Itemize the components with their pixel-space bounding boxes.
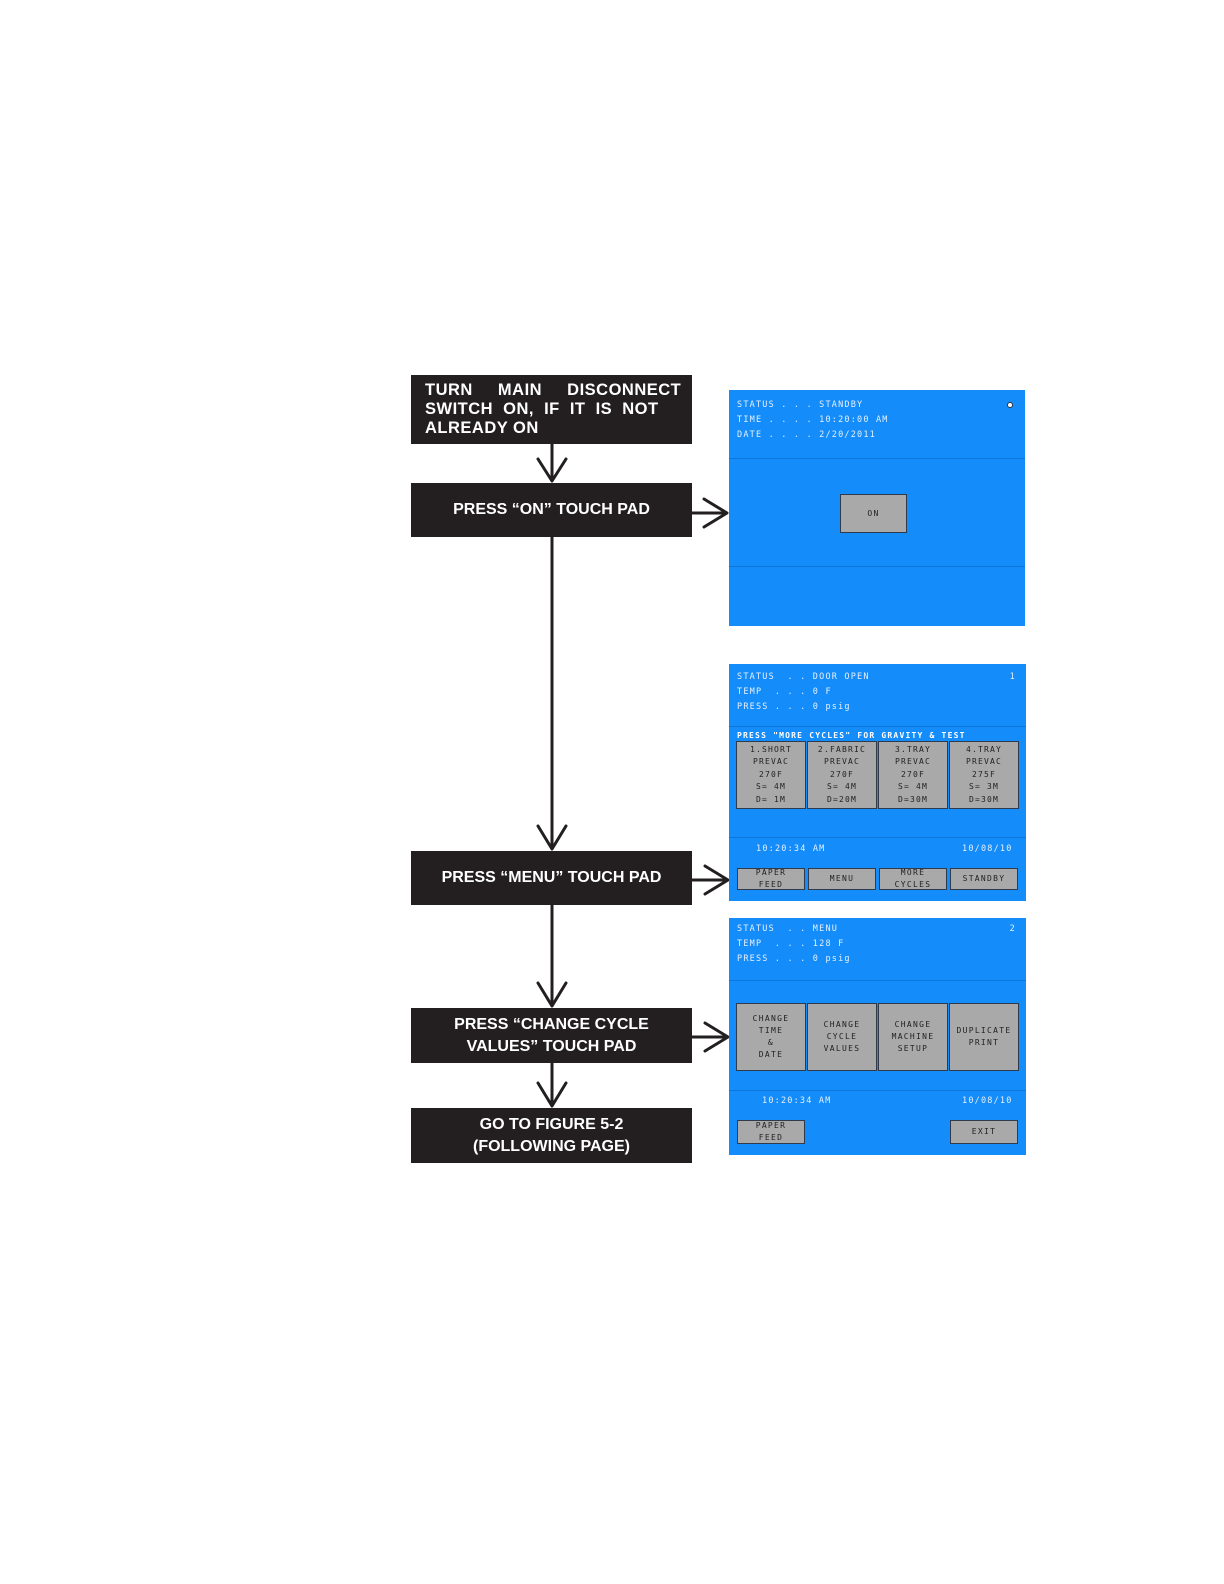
- screen-cycle-hint: PRESS "MORE CYCLES" FOR GRAVITY & TEST: [737, 731, 966, 740]
- step-turn-line-3: ALREADY ON: [425, 419, 539, 437]
- cycle-3-tray-prevac-button[interactable]: 3.TRAY PREVAC 270F S= 4M D=30M: [878, 741, 948, 809]
- screen-menu: STATUS . . MENU TEMP . . . 128 F PRESS .…: [729, 918, 1026, 1155]
- step-go-to-figure: GO TO FIGURE 5-2 (FOLLOWING PAGE): [411, 1108, 692, 1163]
- status-indicator-dot: [1007, 402, 1013, 408]
- menu-touch-pad[interactable]: MENU: [808, 868, 876, 890]
- step-press-on-label: PRESS “ON” TOUCH PAD: [453, 501, 650, 518]
- screen-cycle-page-number: 1: [1009, 672, 1016, 682]
- screen-standby-divider-top: [729, 458, 1025, 459]
- cycle-1-short-prevac-button[interactable]: 1.SHORT PREVAC 270F S= 4M D= 1M: [736, 741, 806, 809]
- screen-menu-press: PRESS . . . 0 psig: [737, 954, 851, 964]
- paper-feed-button[interactable]: PAPER FEED: [737, 868, 805, 890]
- arrowhead-screen-2: [703, 864, 730, 896]
- arrowhead-screen-1: [702, 497, 729, 529]
- step-press-menu: PRESS “MENU” TOUCH PAD: [411, 851, 692, 905]
- step-press-change-cycle-label: PRESS “CHANGE CYCLE VALUES” TOUCH PAD: [454, 1015, 649, 1055]
- duplicate-print-button[interactable]: DUPLICATE PRINT: [949, 1003, 1019, 1071]
- arrowhead-1-2: [536, 457, 568, 483]
- screen-menu-page-number: 2: [1009, 924, 1016, 934]
- screen-menu-temp: TEMP . . . 128 F: [737, 939, 845, 949]
- more-cycles-button[interactable]: MORE CYCLES: [879, 868, 947, 890]
- screen-cycle-date: 10/08/10: [962, 844, 1013, 854]
- screen-cycle-press: PRESS . . . 0 psig: [737, 702, 851, 712]
- arrowhead-2-3: [536, 824, 568, 851]
- screen-menu-time: 10:20:34 AM: [762, 1096, 832, 1106]
- screen-menu-divider-bottom: [729, 1090, 1026, 1091]
- exit-button[interactable]: EXIT: [950, 1120, 1018, 1144]
- arrowhead-3-4: [536, 981, 568, 1008]
- step-turn-main-disconnect: TURN MAIN DISCONNECT SWITCH ON, IF IT IS…: [411, 375, 692, 444]
- screen-standby: STATUS . . . STANDBY TIME . . . . 10:20:…: [729, 390, 1025, 626]
- screen-standby-date: DATE . . . . 2/20/2011: [737, 430, 876, 440]
- cycle-4-tray-prevac-button[interactable]: 4.TRAY PREVAC 275F S= 3M D=30M: [949, 741, 1019, 809]
- screen-cycle-divider-top: [729, 726, 1026, 727]
- step-press-change-cycle-values: PRESS “CHANGE CYCLE VALUES” TOUCH PAD: [411, 1008, 692, 1063]
- screen-cycle-temp: TEMP . . . 0 F: [737, 687, 832, 697]
- step-turn-line-1: TURN MAIN DISCONNECT: [425, 381, 682, 399]
- screen-cycle-divider-bottom: [729, 837, 1026, 838]
- screen-menu-divider-top: [729, 980, 1026, 981]
- screen-cycle-select: STATUS . . DOOR OPEN TEMP . . . 0 F PRES…: [729, 664, 1026, 901]
- change-machine-setup-button[interactable]: CHANGE MACHINE SETUP: [878, 1003, 948, 1071]
- screen-cycle-time: 10:20:34 AM: [756, 844, 826, 854]
- screen-standby-status: STATUS . . . STANDBY: [737, 400, 864, 410]
- arrowhead-screen-3: [703, 1021, 730, 1053]
- standby-button[interactable]: STANDBY: [950, 868, 1018, 890]
- change-cycle-values-touch-pad[interactable]: CHANGE CYCLE VALUES: [807, 1003, 877, 1071]
- step-go-to-figure-label: GO TO FIGURE 5-2 (FOLLOWING PAGE): [472, 1115, 630, 1155]
- step-turn-line-2: SWITCH ON, IF IT IS NOT: [425, 400, 659, 418]
- step-press-on: PRESS “ON” TOUCH PAD: [411, 483, 692, 537]
- change-time-date-button[interactable]: CHANGE TIME & DATE: [736, 1003, 806, 1071]
- screen-menu-status: STATUS . . MENU: [737, 924, 839, 934]
- cycle-2-fabric-prevac-button[interactable]: 2.FABRIC PREVAC 270F S= 4M D=20M: [807, 741, 877, 809]
- step-press-menu-label: PRESS “MENU” TOUCH PAD: [441, 869, 662, 886]
- screen-cycle-status: STATUS . . DOOR OPEN: [737, 672, 870, 682]
- arrowhead-4-5: [536, 1081, 568, 1108]
- on-touch-pad[interactable]: ON: [840, 494, 907, 533]
- screen-standby-divider-bottom: [729, 566, 1025, 567]
- screen-standby-time: TIME . . . . 10:20:00 AM: [737, 415, 889, 425]
- screen-menu-date: 10/08/10: [962, 1096, 1013, 1106]
- menu-paper-feed-button[interactable]: PAPER FEED: [737, 1120, 805, 1144]
